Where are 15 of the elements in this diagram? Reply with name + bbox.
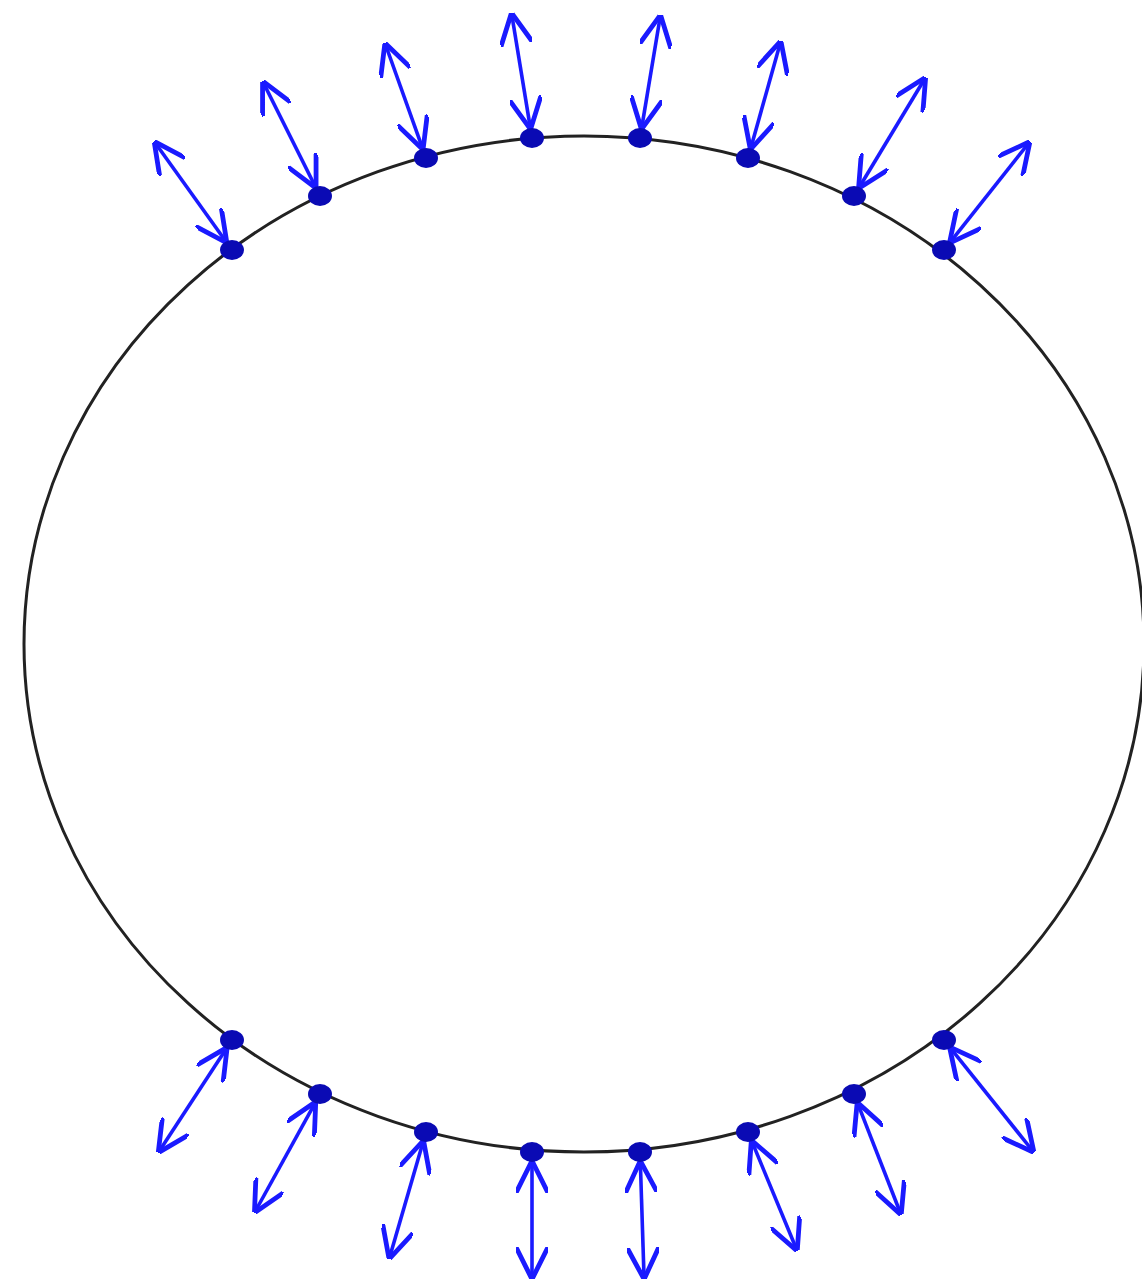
point-marker [932,240,956,260]
point-marker [414,1122,438,1142]
point-marker [842,186,866,206]
point-marker [736,148,760,168]
point-marker [520,1142,544,1162]
circle-outline [22,134,1142,1154]
point-marker [308,1084,332,1104]
point-marker [736,1122,760,1142]
point-marker [932,1030,956,1050]
point-marker [628,128,652,148]
point-marker [520,128,544,148]
point-marker [842,1084,866,1104]
point-marker [308,186,332,206]
point-marker [628,1142,652,1162]
point-marker [220,1030,244,1050]
